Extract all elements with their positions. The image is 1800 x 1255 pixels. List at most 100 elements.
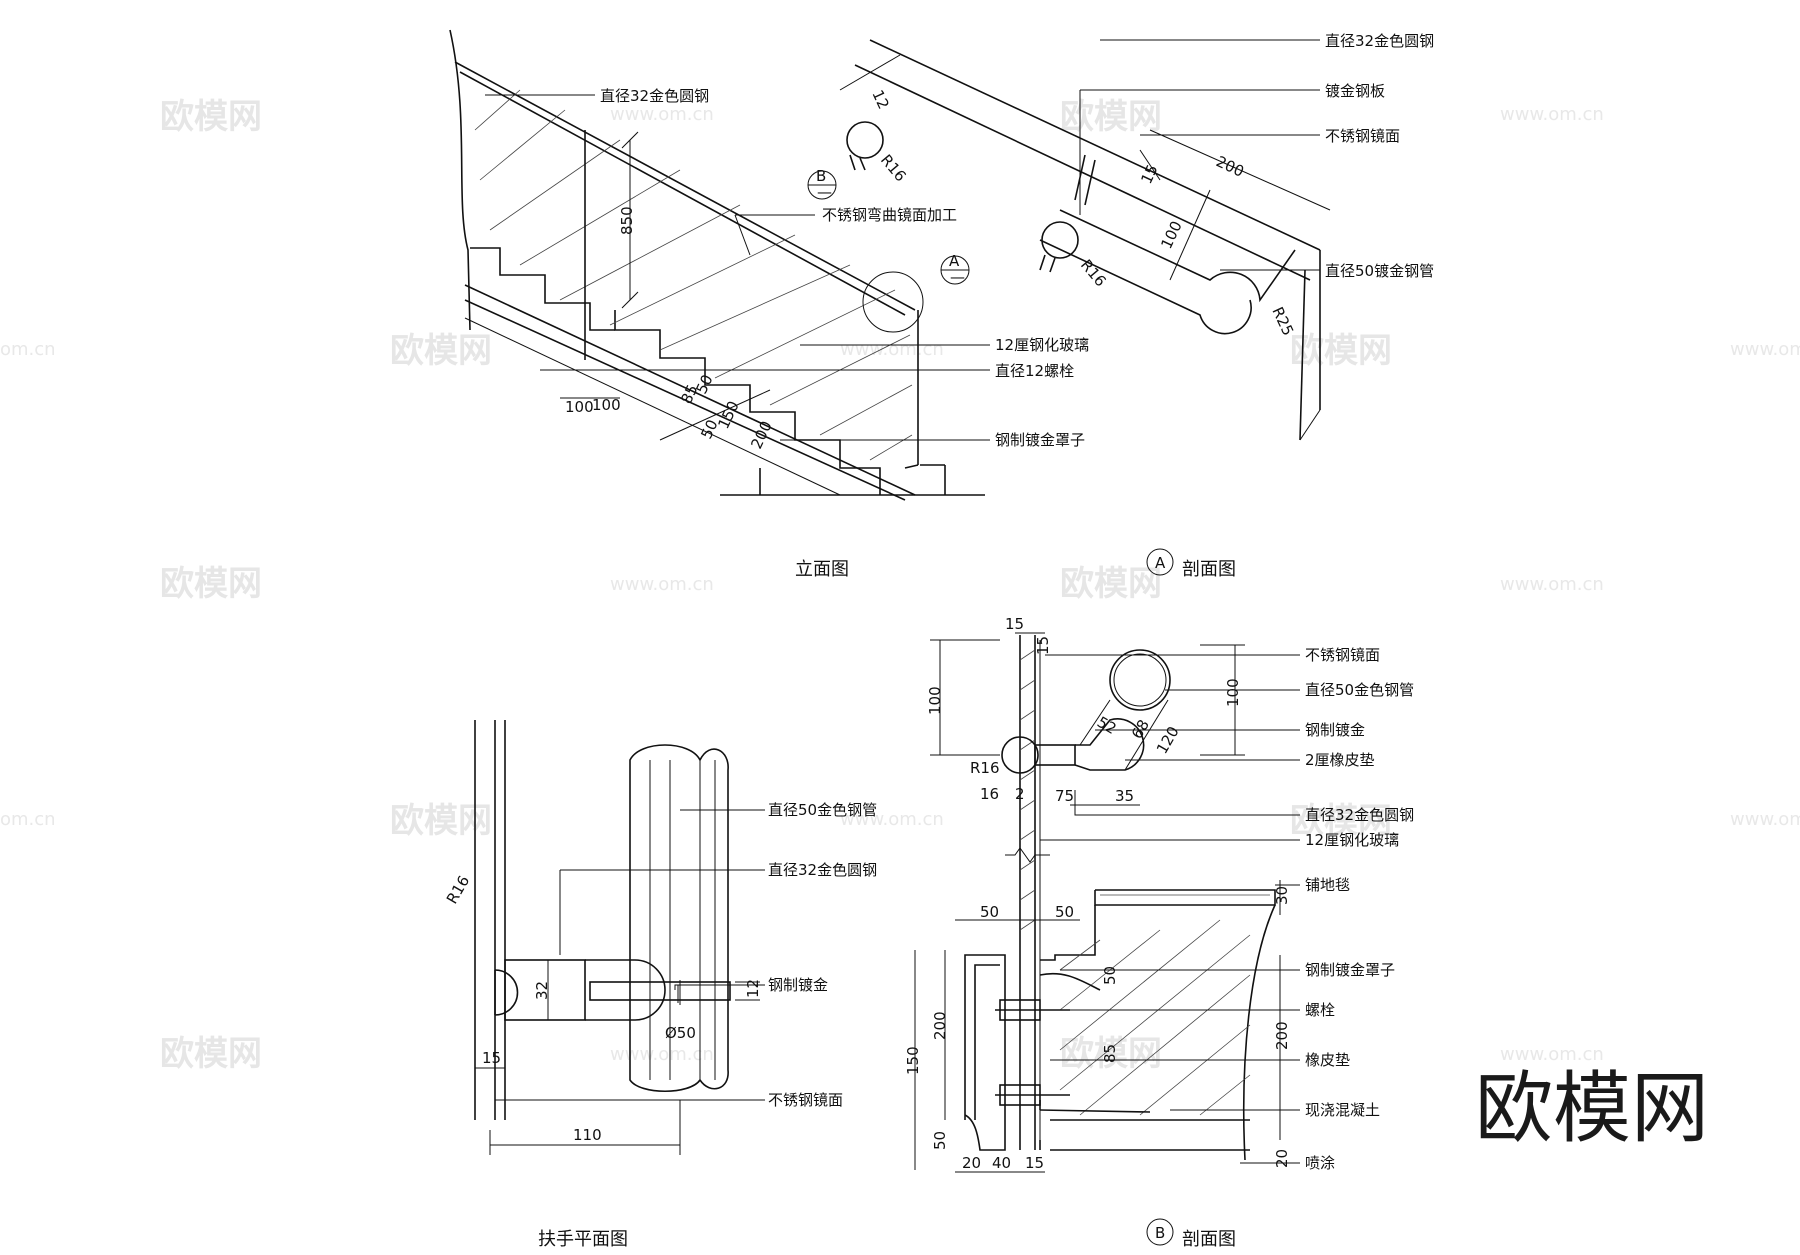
watermark-layer: 欧模网 www.om.cn 欧模网 www.om.cn om.cn 欧模网 ww… (0, 97, 1800, 1074)
watermark-url: www.om.cn (1730, 339, 1800, 360)
watermark-url: www.om.cn (1500, 104, 1604, 125)
watermark-brand: 欧模网 (160, 564, 262, 604)
watermark-url: www.om.cn (610, 1044, 714, 1065)
dim-110: 110 (573, 1126, 602, 1144)
callout-curved-mirror: 不锈钢弯曲镜面加工 (822, 206, 957, 224)
section-b-view: 100 15 15 100 52 68 120 R16 16 2 75 35 5… (904, 615, 1414, 1250)
dim-15-side: 15 (1034, 636, 1052, 655)
dim-15-top: 15 (1005, 615, 1024, 633)
dim-850: 850 (618, 206, 636, 235)
watermark-brand: 欧模网 (1290, 331, 1392, 371)
dim-100: 100 (1157, 218, 1185, 252)
callout-gold-rod-32: 直径32金色圆钢 (1305, 806, 1414, 824)
callout-tempered-glass: 12厘钢化玻璃 (1305, 831, 1399, 849)
dim-15: 15 (482, 1049, 501, 1067)
watermark-url: www.om.cn (1500, 574, 1604, 595)
dim-12: 12 (868, 87, 892, 112)
dim-15: 15 (1137, 162, 1161, 187)
dim-r16: R16 (443, 872, 473, 907)
callout-stainless-mirror: 不锈钢镜面 (1305, 646, 1380, 664)
dim-r16-low: R16 (1077, 256, 1110, 290)
callout-cast-concrete: 现浇混凝土 (1305, 1101, 1380, 1119)
dim-30: 30 (1273, 886, 1291, 905)
dim-200-left: 150 (904, 1046, 922, 1075)
dim-dia50: Ø50 (665, 1024, 696, 1042)
dim-100b: 100 (592, 396, 621, 414)
marker-b-letter: B (816, 167, 826, 185)
callout-rubber-pad-2: 2厘橡皮垫 (1305, 751, 1375, 769)
section-a-marker: A (1155, 554, 1166, 572)
callout-stainless-mirror: 不锈钢镜面 (768, 1091, 843, 1109)
watermark-brand: 欧模网 (390, 801, 492, 841)
dim-12: 12 (744, 979, 762, 998)
dim-35: 35 (1115, 787, 1134, 805)
title-plan: 扶手平面图 (538, 1229, 628, 1250)
dim-20-right: 20 (1273, 1149, 1291, 1168)
callout-gold-steel-rod: 直径32金色圆钢 (600, 87, 709, 105)
marker-a-sub: — (950, 268, 965, 286)
dim-100-right: 100 (1224, 678, 1242, 707)
callout-bolt: 直径12螺栓 (995, 362, 1074, 380)
dim-100-left: 100 (926, 686, 944, 715)
watermark-url: www.om.cn (1730, 809, 1800, 830)
watermark-url: www.om.cn (610, 574, 714, 595)
section-b-marker: B (1155, 1224, 1165, 1242)
callout-spray-coat: 喷涂 (1305, 1154, 1335, 1172)
callout-gilt-plate: 镀金钢板 (1325, 82, 1385, 100)
callout-gold-pipe-50: 直径50金色钢管 (1305, 681, 1414, 699)
title-section-b: 剖面图 (1182, 1229, 1236, 1250)
title-section-a: 剖面图 (1182, 559, 1236, 580)
watermark-brand: 欧模网 (390, 331, 492, 371)
watermark-brand: 欧模网 (1060, 1034, 1162, 1074)
watermark-url: www.om.cn (840, 339, 944, 360)
marker-a-letter: A (949, 252, 960, 270)
watermark-brand: 欧模网 (1060, 97, 1162, 137)
callout-carpet: 铺地毯 (1305, 876, 1350, 894)
watermark-url: om.cn (0, 809, 56, 830)
callout-rubber-pad: 橡皮垫 (1305, 1051, 1350, 1069)
callout-gold-pipe-50: 直径50金色钢管 (768, 801, 877, 819)
marker-b-sub: — (817, 183, 832, 201)
section-a-view: 12 R16 R16 15 200 100 R25 直径32金色圆钢 镀金钢板 … (839, 32, 1434, 580)
dim-50-bot: 50 (931, 1131, 949, 1150)
watermark-url: www.om.cn (840, 809, 944, 830)
watermark-url: om.cn (0, 339, 56, 360)
dim-20: 20 (962, 1154, 981, 1172)
dim-68: 68 (1128, 716, 1153, 742)
callout-gold-cover: 钢制镀金罩子 (995, 431, 1085, 449)
watermark-url: www.om.cn (1500, 1044, 1604, 1065)
dim-150: 200 (931, 1011, 949, 1040)
dim-50-mid: 50 (1101, 966, 1119, 985)
plan-view: R16 32 12 Ø50 15 110 直径50金色钢管 直径32金色圆钢 钢… (443, 720, 877, 1250)
dim-16: 16 (980, 785, 999, 803)
callout-gilt-steel: 钢制镀金 (1305, 721, 1365, 739)
callout-gold-rod-32: 直径32金色圆钢 (768, 861, 877, 879)
watermark-brand: 欧模网 (160, 97, 262, 137)
dim-50-right: 50 (1055, 903, 1074, 921)
callout-gold-round-steel: 直径32金色圆钢 (1325, 32, 1434, 50)
watermark-brand: 欧模网 (1060, 564, 1162, 604)
callout-gilt-cover: 钢制镀金罩子 (1305, 961, 1395, 979)
dim-85: 85 (1101, 1044, 1119, 1063)
dim-50-left: 50 (980, 903, 999, 921)
dim-r16-top: R16 (877, 151, 910, 185)
dim-200: 200 (1213, 152, 1247, 180)
dim-200: 200 (747, 418, 775, 452)
dim-2: 2 (1015, 785, 1025, 803)
dim-40: 40 (992, 1154, 1011, 1172)
brand-logo: 欧模网 (1475, 1064, 1709, 1154)
dim-75: 75 (1055, 787, 1074, 805)
dim-r16: R16 (970, 759, 1000, 777)
elevation-view: 850 100 100 85 50 150 50 200 直径32金色圆钢 不锈… (449, 29, 1089, 580)
dim-200-right: 200 (1273, 1021, 1291, 1050)
callout-gilt-pipe-50: 直径50镀金钢管 (1325, 262, 1434, 280)
callout-gilt-steel: 钢制镀金 (768, 976, 828, 994)
watermark-brand: 欧模网 (160, 1034, 262, 1074)
watermark-url: www.om.cn (610, 104, 714, 125)
title-elevation: 立面图 (795, 559, 849, 580)
dim-15-bot: 15 (1025, 1154, 1044, 1172)
callout-bolt: 螺栓 (1305, 1001, 1335, 1019)
dim-120: 120 (1153, 723, 1183, 757)
callout-stainless-mirror: 不锈钢镜面 (1325, 127, 1400, 145)
